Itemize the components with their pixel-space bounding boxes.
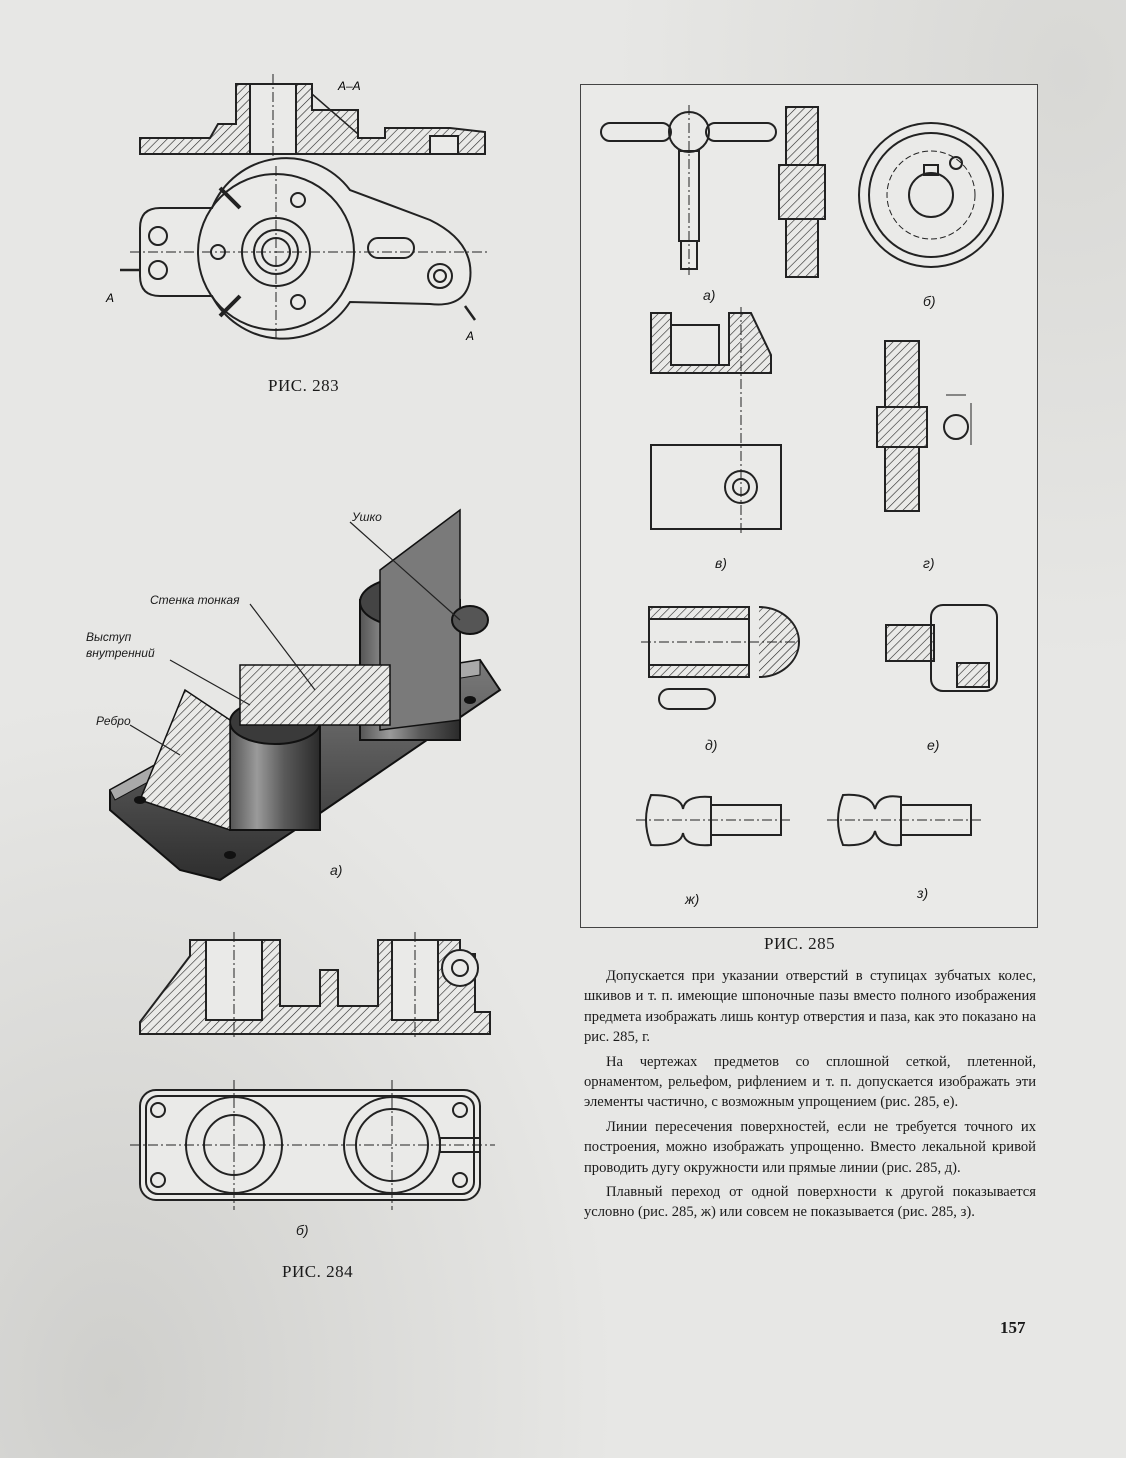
fig285-a-handle: [600, 105, 777, 275]
fig283-section-label: А–А: [337, 79, 361, 93]
fig285-v-bracket: [650, 307, 782, 535]
fig283-section-view: [139, 74, 486, 162]
fig283-cut-label-right: А: [465, 329, 474, 343]
fig285-g-hub: [876, 340, 972, 512]
fig285-sub-d: д): [705, 737, 718, 753]
fig284-callout-vystup-2: внутренний: [86, 646, 155, 660]
fig285-sub-a: а): [703, 287, 716, 303]
fig284-callout-vystup-1: Выступ: [86, 630, 132, 644]
fig285-sub-b: б): [923, 293, 936, 309]
paragraph-1: Допускается при указании отверстий в сту…: [584, 968, 1036, 1046]
fig285-e-knurl: [885, 604, 998, 692]
body-text: Допускается при указании отверстий в сту…: [584, 966, 1036, 1227]
fig285-caption: РИС. 285: [764, 934, 836, 953]
fig284a-isometric: [109, 508, 502, 882]
page-number: 157: [1000, 1318, 1026, 1337]
fig284b-drawing: [130, 932, 495, 1210]
fig284-callout-rebro: Ребро: [96, 714, 131, 728]
fig285-sub-g: г): [923, 555, 935, 571]
paragraph-2: На чертежах предметов со сплошной сеткой…: [584, 1053, 1036, 1111]
fig283-drawing: А–А А А: [105, 74, 490, 343]
fig285-sub-v: в): [715, 555, 727, 571]
fig285-sub-z: з): [917, 885, 929, 901]
fig284-sub-a: а): [330, 862, 343, 878]
paragraph-3: Линии пересечения поверхностей, если не …: [584, 1118, 1036, 1176]
fig285-zh-bolt: [636, 793, 791, 847]
paragraph-4: Плавный переход от одной поверхности к д…: [584, 1184, 1036, 1221]
fig283-plan-view: [120, 157, 490, 340]
fig285-sub-zh: ж): [685, 891, 700, 907]
fig284-caption: РИС. 284: [282, 1262, 354, 1281]
fig283-cut-label-left: А: [105, 291, 114, 305]
fig285-d-intersect: [641, 606, 801, 710]
fig284-callout-stenka: Стенка тонкая: [150, 593, 240, 607]
fig285-sub-e: е): [927, 737, 940, 753]
fig284-sub-b: б): [296, 1222, 309, 1238]
fig285-drawings: [600, 105, 1004, 847]
fig283-caption: РИС. 283: [268, 376, 340, 395]
fig285-z-bolt: [827, 793, 981, 847]
fig285-b-gear: [778, 106, 1004, 278]
fig284-callout-ushko: Ушко: [352, 510, 382, 524]
fig285-panel: а) б) в) г) д) е) ж) з): [580, 84, 1038, 928]
